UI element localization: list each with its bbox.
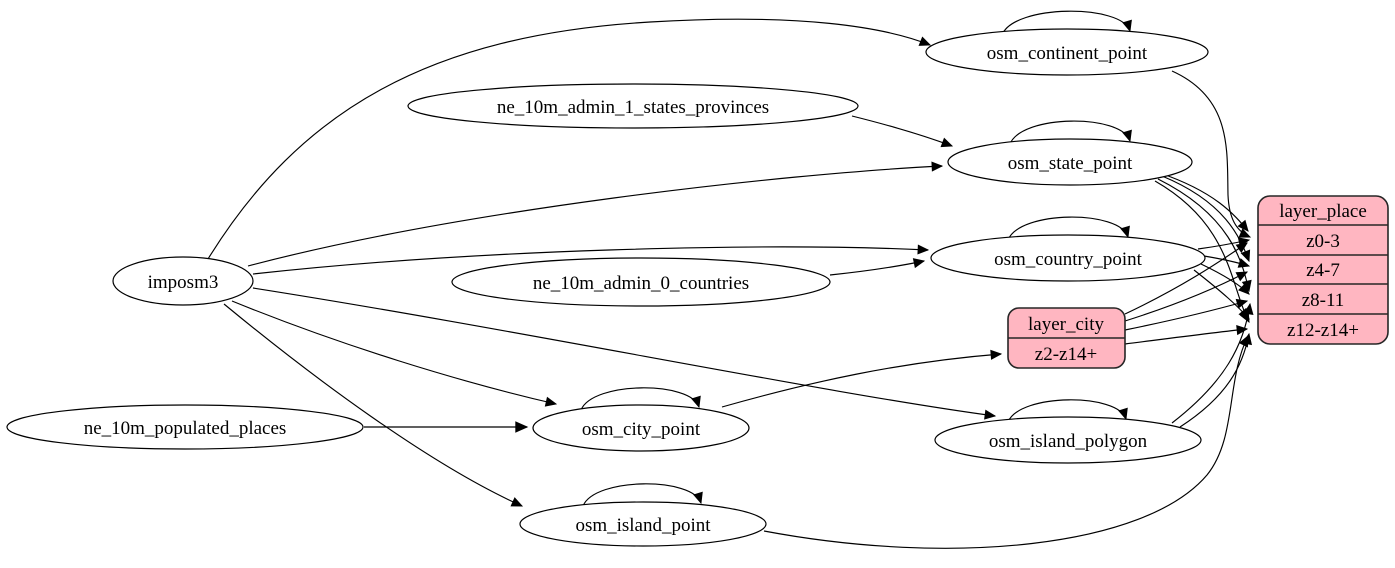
edge-layer-city-to-layer-place-z4-7 [1124, 271, 1249, 322]
self-loop-osm-island-point [582, 483, 703, 507]
record-layer-city-row-z2-z14: z2-z14+ [1035, 344, 1097, 365]
edge-osm-city-point-to-layer-city-z2-z14 [721, 349, 1003, 408]
node-osm-city-point-label: osm_city_point [582, 419, 701, 440]
edge-ne-10m-admin-1-to-osm-state-point [851, 115, 954, 148]
edge-layer-city-to-layer-place-z0-3 [1124, 242, 1248, 315]
edge-imposm3-to-osm-city-point [231, 300, 558, 407]
node-osm-island-polygon-label: osm_island_polygon [989, 431, 1148, 452]
edge-osm-island-point-to-layer-place-z12-z14 [763, 334, 1249, 549]
edge-imposm3-to-osm-island-point [223, 303, 524, 507]
edge-osm-state-point-to-layer-place-z0-3 [1159, 172, 1249, 232]
edge-osm-country-point-to-layer-place-z4-7 [1203, 255, 1251, 268]
node-osm-island-point-label: osm_island_point [575, 515, 711, 536]
edge-layer-city-to-layer-place-z12-z14 [1124, 325, 1249, 345]
node-ne-10m-populated-places: ne_10m_populated_places [6, 404, 364, 450]
node-ne-10m-populated-places-shape [6, 404, 364, 450]
node-ne-10m-admin-0-shape [451, 257, 831, 307]
node-osm-island-point: osm_island_point [519, 501, 767, 547]
node-osm-country-point-shape [930, 234, 1206, 282]
self-loop-osm-city-point [580, 387, 701, 411]
node-osm-city-point: osm_city_point [532, 404, 750, 452]
node-osm-island-point-shape [519, 501, 767, 547]
node-ne-10m-admin-1-states-provinces: ne_10m_admin_1_states_provinces [407, 83, 859, 129]
node-osm-city-point-shape [532, 404, 750, 452]
node-imposm3: imposm3 [112, 256, 254, 306]
node-osm-state-point-label: osm_state_point [1008, 153, 1133, 174]
node-osm-continent-point-shape [925, 28, 1209, 76]
node-osm-continent-point-label: osm_continent_point [987, 43, 1148, 64]
record-layer-place-shape [1257, 195, 1389, 345]
edge-imposm3-to-osm-country-point [252, 244, 930, 275]
record-layer-place-row-z4-7: z4-7 [1306, 260, 1340, 281]
record-layer-place-title: layer_place [1279, 201, 1367, 222]
self-loop-osm-island-polygon [1007, 399, 1128, 423]
edge-osm-island-polygon-to-layer-place-z8-11 [1171, 302, 1254, 424]
node-ne-10m-admin-1-label: ne_10m_admin_1_states_provinces [497, 97, 769, 118]
node-ne-10m-admin-0-countries: ne_10m_admin_0_countries [451, 257, 831, 307]
record-layer-city-title: layer_city [1028, 314, 1104, 335]
edge-osm-state-point-to-layer-place-z8-11 [1157, 178, 1252, 293]
record-layer-place-row-z0-3: z0-3 [1306, 231, 1340, 252]
self-loop-osm-state-point [1009, 120, 1132, 145]
edge-osm-continent-point-to-layer-place-z0-3 [1171, 70, 1252, 238]
node-ne-10m-admin-0-label: ne_10m_admin_0_countries [533, 273, 749, 294]
record-layer-city: layer_city z2-z14+ [1007, 307, 1126, 369]
node-osm-island-polygon: osm_island_polygon [934, 416, 1202, 464]
record-layer-place: layer_place z0-3 z4-7 z8-11 z12-z14+ [1257, 195, 1389, 345]
node-osm-continent-point: osm_continent_point [925, 28, 1209, 76]
edge-ne-10m-admin-0-to-osm-country-point [829, 258, 926, 276]
node-ne-10m-populated-places-label: ne_10m_populated_places [84, 418, 287, 439]
node-osm-country-point-label: osm_country_point [994, 249, 1142, 270]
edge-osm-country-point-to-layer-place-z12-z14 [1193, 269, 1250, 320]
edge-osm-island-polygon-to-layer-place-z12-z14 [1179, 332, 1252, 428]
self-loop-osm-continent-point [1001, 10, 1132, 36]
record-layer-place-row-z8-11: z8-11 [1302, 290, 1345, 311]
node-osm-island-polygon-shape [934, 416, 1202, 464]
node-osm-state-point-shape [947, 138, 1193, 186]
edge-osm-country-point-to-layer-place-z0-3 [1197, 237, 1251, 250]
node-imposm3-label: imposm3 [148, 272, 219, 293]
edge-imposm3-to-osm-continent-point [207, 18, 932, 260]
edge-imposm3-to-osm-island-polygon [252, 287, 997, 420]
edge-group [207, 10, 1254, 549]
node-imposm3-shape [112, 256, 254, 306]
edge-layer-city-to-layer-place-z8-11 [1124, 298, 1249, 331]
record-layer-place-row-z12-z14: z12-z14+ [1287, 320, 1359, 341]
node-ne-10m-admin-1-shape [407, 83, 859, 129]
node-osm-country-point: osm_country_point [930, 234, 1206, 282]
edge-imposm3-to-osm-state-point [247, 161, 944, 267]
node-osm-state-point: osm_state_point [947, 138, 1193, 186]
self-loop-osm-country-point [1007, 216, 1130, 241]
